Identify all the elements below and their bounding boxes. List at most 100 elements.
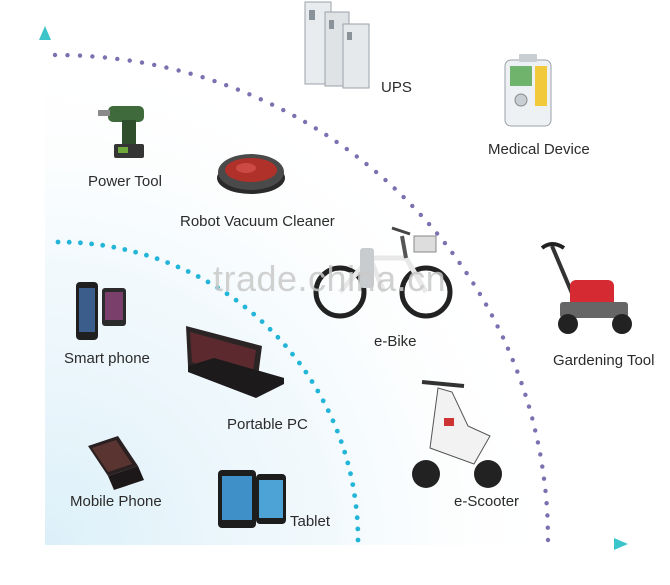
lawn-mower-icon	[540, 242, 632, 334]
arc-dot	[483, 302, 489, 307]
arc-dot	[464, 270, 469, 276]
arc-dot	[303, 369, 309, 375]
arc-dot	[434, 231, 440, 236]
arc-dot	[535, 440, 541, 445]
arc-dot	[133, 249, 139, 255]
arc-dot	[342, 449, 348, 455]
arc-dot	[164, 65, 169, 70]
tablet-icon	[218, 470, 286, 528]
arc-dot	[392, 186, 397, 191]
arc-dot	[90, 54, 95, 59]
label-smart-phone: Smart phone	[64, 350, 150, 367]
arc-dot	[259, 319, 265, 324]
arc-dot	[185, 269, 191, 274]
arc-dot	[176, 68, 181, 73]
arc-dot	[281, 107, 286, 113]
arc-dot	[334, 139, 339, 145]
arc-dot	[500, 335, 506, 340]
arc-dot	[354, 154, 359, 159]
smartphone-icon	[76, 282, 126, 340]
arc-dot	[325, 408, 331, 414]
arc-dot	[338, 439, 344, 444]
arc-dot	[275, 334, 281, 340]
arc-dot	[418, 212, 423, 218]
arc-dot	[450, 250, 455, 256]
arc-dot	[545, 537, 551, 543]
arc-dot	[200, 75, 205, 80]
arc-dot	[309, 379, 315, 384]
arc-dot	[212, 78, 217, 84]
medical-device-icon	[504, 54, 552, 127]
arc-dot	[330, 418, 336, 424]
y-axis-arrow	[39, 26, 51, 40]
arc-dot	[247, 92, 252, 97]
arc-dot	[175, 264, 181, 270]
laptop-icon	[186, 326, 284, 398]
arc-dot	[533, 428, 538, 433]
arc-dot	[538, 452, 543, 457]
arc-dot	[188, 71, 193, 76]
arc-dot	[102, 55, 108, 60]
arc-dot	[530, 416, 535, 421]
arc-dot	[348, 471, 353, 477]
watermark: trade.china.cn	[213, 258, 447, 299]
arc-dot	[215, 285, 221, 291]
label-mobile-phone: Mobile Phone	[70, 493, 162, 510]
arc-dot	[111, 244, 117, 250]
arc-dot	[258, 97, 263, 102]
arc-dot	[242, 304, 248, 310]
label-escooter: e-Scooter	[454, 493, 520, 510]
arc-dot	[77, 53, 83, 58]
arc-dot	[442, 240, 448, 246]
arc-dot	[292, 113, 297, 119]
arc-dot	[477, 291, 483, 297]
arc-dot	[345, 460, 351, 466]
scooter-icon	[412, 380, 502, 488]
arc-dot	[355, 537, 361, 543]
ups-icon	[304, 1, 370, 89]
arc-dot	[383, 177, 388, 183]
arc-dot	[152, 62, 157, 68]
power-drill-icon	[98, 106, 144, 158]
label-medical-device: Medical Device	[488, 141, 590, 158]
arc-dot	[283, 343, 288, 348]
arc-dot	[519, 380, 524, 386]
arc-dot	[302, 119, 308, 125]
arc-dot	[235, 87, 241, 92]
arc-dot	[290, 351, 295, 357]
arc-dot	[122, 247, 128, 252]
arc-dot	[489, 313, 495, 318]
arc-dot	[426, 221, 432, 227]
arc-dot	[115, 56, 120, 62]
label-robot-vacuum: Robot Vacuum Cleaner	[180, 213, 335, 230]
arc-dot	[195, 274, 201, 279]
label-tablet: Tablet	[290, 513, 331, 530]
arc-dot	[313, 126, 318, 131]
arc-dot	[205, 279, 211, 285]
arc-dot	[315, 388, 321, 394]
arc-dot	[320, 398, 326, 404]
arc-dot	[526, 404, 532, 409]
ebike-icon	[313, 226, 453, 319]
arc-dot	[541, 476, 547, 481]
arc-dot	[543, 488, 548, 494]
arc-dot	[139, 60, 145, 65]
arc-dot	[224, 83, 229, 88]
arc-dot	[545, 513, 550, 518]
arc-dot	[545, 525, 550, 530]
arc-dot	[324, 132, 329, 138]
arc-dot	[355, 526, 361, 532]
arc-dot	[354, 515, 360, 521]
arc-dot	[267, 326, 273, 332]
arc-dot	[523, 392, 528, 397]
arc-dot	[144, 252, 149, 258]
arc-dot	[515, 369, 520, 374]
arc-dot	[52, 52, 58, 58]
inner-dotted-arc	[55, 239, 361, 543]
arc-dot	[224, 291, 230, 297]
arc-dot	[78, 240, 83, 246]
arc-dot	[505, 346, 511, 351]
arc-dot	[352, 493, 357, 498]
arc-dot	[55, 239, 61, 245]
